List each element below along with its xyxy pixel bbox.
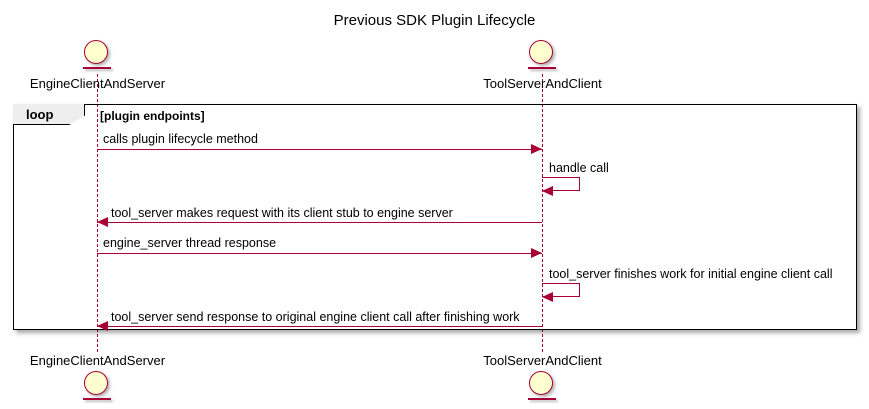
entity-circle-icon xyxy=(84,40,108,64)
loop-fragment-guard: [plugin endpoints] xyxy=(100,109,205,123)
message-arrowhead-3 xyxy=(97,217,108,227)
loop-fragment-frame xyxy=(13,104,857,330)
entity-icon xyxy=(83,371,113,407)
entity-icon xyxy=(83,40,113,76)
message-arrowhead-4 xyxy=(531,248,542,258)
message-arrowhead-5 xyxy=(542,292,553,302)
entity-base-icon xyxy=(83,67,111,69)
participant-tool-top[interactable]: ToolServerAndClient xyxy=(445,40,640,91)
participant-label-tool-top: ToolServerAndClient xyxy=(483,76,602,91)
loop-fragment-label: loop xyxy=(26,107,54,122)
entity-circle-icon xyxy=(529,371,553,395)
entity-icon xyxy=(528,40,558,76)
entity-icon xyxy=(528,371,558,407)
participant-engine-top[interactable]: EngineClientAndServer xyxy=(0,40,195,91)
participant-tool-bottom[interactable]: ToolServerAndClient xyxy=(445,353,640,403)
message-arrowhead-6 xyxy=(97,321,108,331)
message-label-3: tool_server makes request with its clien… xyxy=(111,206,453,220)
participant-label-engine-bottom: EngineClientAndServer xyxy=(29,353,166,368)
entity-circle-icon xyxy=(529,40,553,64)
message-arrowhead-2 xyxy=(542,186,553,196)
entity-base-icon xyxy=(528,67,556,69)
entity-base-icon xyxy=(83,398,111,400)
message-label-2: handle call xyxy=(549,161,609,175)
lifeline-engine xyxy=(97,74,98,352)
participant-label-tool-bottom: ToolServerAndClient xyxy=(483,353,602,368)
lifeline-tool xyxy=(542,74,543,352)
message-line-4 xyxy=(97,253,542,254)
participant-engine-bottom[interactable]: EngineClientAndServer xyxy=(0,353,195,403)
message-selfloop-5 xyxy=(542,283,580,297)
message-line-1 xyxy=(97,149,542,150)
loop-fragment-tab xyxy=(13,104,85,125)
diagram-title: Previous SDK Plugin Lifecycle xyxy=(333,12,536,29)
entity-circle-icon xyxy=(84,371,108,395)
message-selfloop-2 xyxy=(542,177,580,191)
message-label-1: calls plugin lifecycle method xyxy=(103,132,258,146)
entity-base-icon xyxy=(528,398,556,400)
message-label-6: tool_server send response to original en… xyxy=(111,310,520,324)
participant-label-engine-top: EngineClientAndServer xyxy=(29,76,166,91)
message-line-3 xyxy=(97,222,542,223)
message-arrowhead-1 xyxy=(531,144,542,154)
message-label-4: engine_server thread response xyxy=(103,236,277,250)
message-label-5: tool_server finishes work for initial en… xyxy=(549,267,833,281)
message-line-6 xyxy=(97,326,542,327)
